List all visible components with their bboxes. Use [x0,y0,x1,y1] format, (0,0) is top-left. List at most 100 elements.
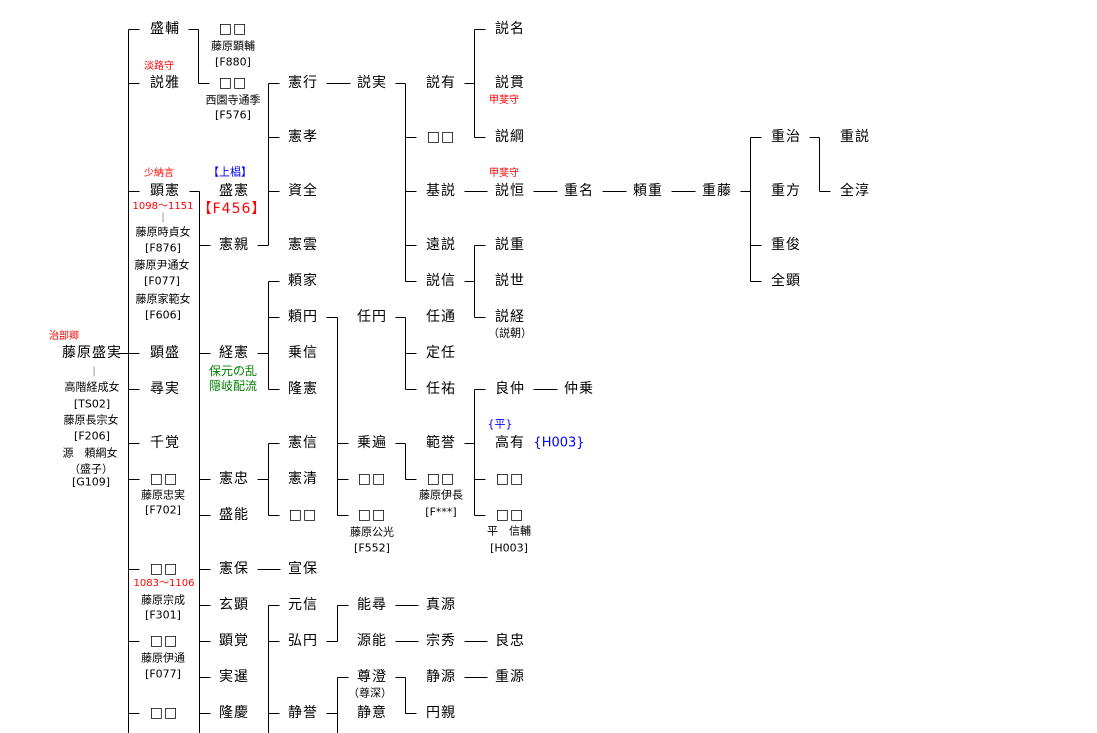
person-note: 藤原長宗女 [63,413,119,427]
person-name: 説貫 [495,75,525,91]
person-name: 円親 [426,705,456,721]
person-note: 藤原家範女 [135,292,191,306]
person-note: 藤原宗成 [141,593,185,607]
person-name: 盛憲 [219,183,249,199]
person-name: 重俊 [771,237,801,253]
person-name: 重治 [771,129,801,145]
person-name: 良忠 [495,633,525,649]
person-note: 藤原公光 [350,525,394,539]
person-name: 資全 [288,183,318,199]
person-name: 任円 [357,309,387,325]
person-note: [H003] [490,541,528,555]
person-note: | [161,212,165,223]
person-name: 重藤 [702,183,732,199]
person-name: 源能 [357,633,387,649]
person-name: 説経 [495,309,525,325]
person-name: 定任 [426,345,456,361]
person-name: 静源 [426,669,456,685]
person-name: 説名 [495,21,525,37]
person-note: 1083～1106 [133,578,195,589]
person-name: 良仲 [495,381,525,397]
person-name: □□ [357,471,387,487]
person-note: 1098～1151 [132,201,194,212]
person-note: （盛子） [69,462,113,476]
person-name: 憲忠 [219,471,249,487]
person-note: [F606] [145,308,181,322]
person-name: 憲保 [219,561,249,577]
person-note: [F702] [145,503,181,517]
person-note: 藤原顕輔 [211,39,255,53]
person-name: 元信 [288,597,318,613]
person-name: 尊澄 [357,669,387,685]
person-note: [F876] [145,241,181,255]
person-name: 憲行 [288,75,318,91]
person-note: 淡路守 [144,61,174,72]
person-name: 説綱 [495,129,525,145]
person-name: 説有 [426,75,456,91]
person-name: 任通 [426,309,456,325]
person-note: 藤原時貞女 [135,225,191,239]
person-name: 任祐 [426,381,456,397]
person-name: 尋実 [150,381,180,397]
person-name: 重説 [840,129,870,145]
person-note: [F301] [145,608,181,622]
person-note: 藤原忠実 [141,488,185,502]
person-name: □□ [149,471,179,487]
person-name: 宗秀 [426,633,456,649]
person-note: {平} [487,417,513,431]
person-name: 能尋 [357,597,387,613]
person-note: 源 頼綱女 [62,446,118,460]
person-name: □□ [149,705,179,721]
person-note: [F880] [215,55,251,69]
person-name: 玄顕 [219,597,249,613]
person-name: 頼重 [633,183,663,199]
person-name: 千覚 [150,435,180,451]
person-note: [F***] [425,505,457,519]
person-name: 顕覚 [219,633,249,649]
person-note: 甲斐守 [489,95,519,106]
person-note: [F206] [74,429,110,443]
person-name: 説恒 [495,183,525,199]
person-name: □□ [288,507,318,523]
person-note: [F552] [354,541,390,555]
person-name: 藤原盛実 [62,345,122,361]
person-name: 高有 [495,435,525,451]
person-name: 顕憲 [150,183,180,199]
person-name: 仲乗 [564,381,594,397]
person-note: 甲斐守 [489,168,519,179]
person-note: 少納言 [144,168,174,179]
person-name: 憲孝 [288,129,318,145]
person-name: 経憲 [219,345,249,361]
person-name: 説信 [426,273,456,289]
person-note: [TS02] [73,397,111,411]
person-note: {H003} [533,435,585,451]
person-note: 平 信輔 [487,524,531,538]
person-name: 重方 [771,183,801,199]
person-name: 説重 [495,237,525,253]
person-name: 重源 [495,669,525,685]
person-name: 全顕 [771,273,801,289]
person-name: 説世 [495,273,525,289]
person-note: 【F456】 [197,201,267,217]
person-name: □□ [149,561,179,577]
person-name: 乗信 [288,345,318,361]
person-name: 説実 [357,75,387,91]
person-name: 憲雲 [288,237,318,253]
person-note: 隠岐配流 [208,379,258,393]
person-name: 憲清 [288,471,318,487]
person-note: 高階経成女 [64,380,120,394]
person-name: 全淳 [840,183,870,199]
person-note: （尊深） [348,686,392,700]
person-name: □□ [426,129,456,145]
person-name: 盛能 [219,507,249,523]
person-name: 頼家 [288,273,318,289]
person-name: 顕盛 [150,345,180,361]
person-note: 藤原伊通 [141,651,185,665]
person-name: 盛輔 [150,21,180,37]
person-name: 憲信 [288,435,318,451]
person-note: | [92,366,96,377]
person-name: 重名 [564,183,594,199]
person-name: □□ [218,21,248,37]
person-name: 弘円 [288,633,318,649]
